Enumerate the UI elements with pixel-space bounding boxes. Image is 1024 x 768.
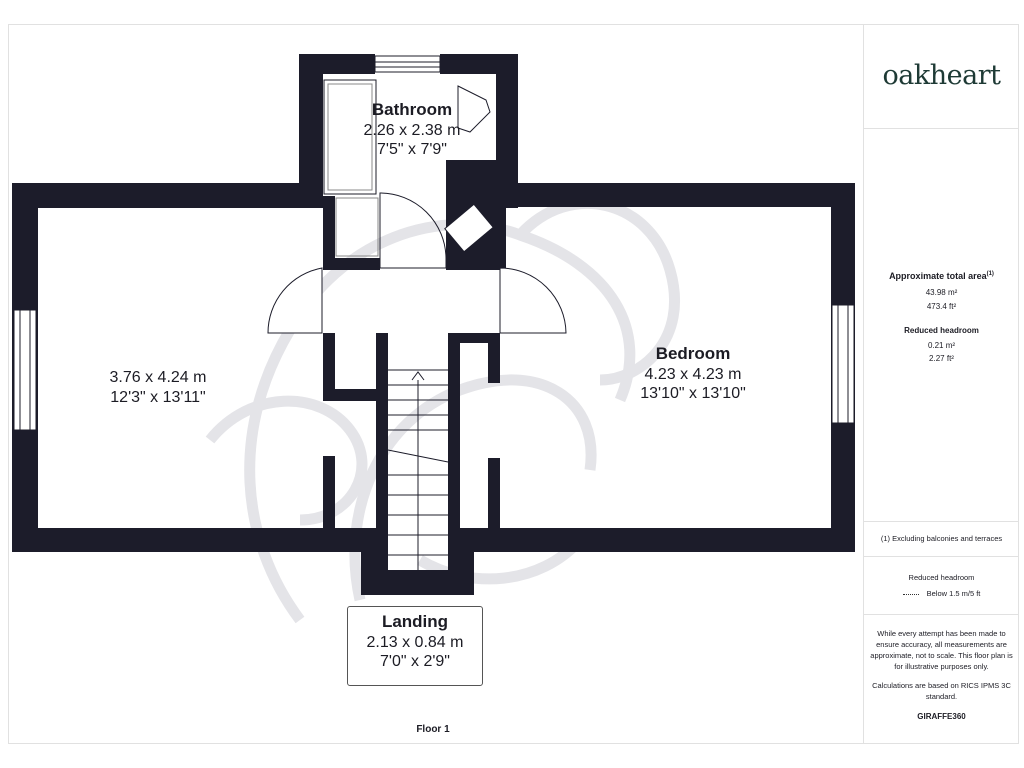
bathroom-metric: 2.26 x 2.38 m [363,121,461,139]
bedroom-imperial: 13'10" x 13'10" [640,385,746,403]
bedroom-metric: 4.23 x 4.23 m [644,365,742,383]
plan-frame [8,24,1019,744]
legend-title: Reduced headroom [908,573,975,582]
bathroom-label: Bathroom 2.26 x 2.38 m 7'5" x 7'9" [322,100,502,160]
wall-bath-bottom [323,258,380,270]
floor-label: Floor 1 [416,724,450,735]
wall-landing-bottom [361,570,474,595]
watermark-logo [205,197,681,624]
window-right [831,304,855,424]
total-area-note: (1) [986,271,994,277]
landing-name: Landing [381,612,449,631]
left-room-imperial: 12'3" x 13'11" [110,388,206,406]
wall-stair-right [448,333,460,533]
landing-metric: 2.13 x 0.84 m [366,633,464,651]
wall-left-room-east-top [323,333,335,401]
wall-bottom-right [454,528,855,552]
staircase [387,369,449,570]
legend-item: Below 1.5 m/5 ft [870,589,1013,600]
legend-item-text: Below 1.5 m/5 ft [926,589,981,598]
sidebar-rule [864,521,1019,522]
reduced-headroom-label: Reduced headroom [904,326,979,335]
left-room-metric: 3.76 x 4.24 m [109,369,207,386]
corner-shower [457,85,491,133]
disclaimer: While every attempt has been made to ens… [870,629,1013,671]
left-room-label: 3.76 x 4.24 m 12'3" x 13'11" [68,368,248,407]
provider-logo: GIRAFFE360 [917,712,966,721]
bedroom-label: Bedroom 4.23 x 4.23 m 13'10" x 13'10" [598,344,788,404]
door-left-room [267,267,323,334]
door-bathroom [379,192,447,269]
wall-bedroom-west-top [448,333,500,343]
walls [12,54,855,595]
sidebar-rule [864,614,1019,615]
wall-top-right [496,183,855,207]
wall-bedroom-west [488,333,500,383]
wall-stair-left [376,333,388,533]
excluding-note: (1) Excluding balconies and terraces [880,534,1003,543]
reduced-headroom-ft2: 2.27 ft² [929,354,954,363]
window-bathroom [374,55,441,73]
total-area-ft2: 473.4 ft² [926,302,957,311]
total-area-label-text: Approximate total area [889,271,987,281]
bathroom-imperial: 7'5" x 7'9" [377,141,447,159]
basin [444,203,494,253]
landing-imperial: 7'0" x 2'9" [380,653,450,671]
wall-bedroom-west-low [488,458,500,530]
window-left [13,309,37,431]
windows [13,55,855,431]
bedroom-name: Bedroom [655,344,731,363]
total-area-label: Approximate total area(1) [870,270,1013,283]
wall-bath-divider [323,196,335,268]
wall-left-room-east [323,456,335,530]
total-area-m2: 43.98 m² [925,288,958,297]
landing-label: Landing 2.13 x 0.84 m 7'0" x 2'9" [347,606,483,686]
stair-arrow-icon [411,371,425,381]
wall-closet-bottom [323,389,376,401]
wall-bathroom-top-left [299,54,375,74]
bathroom-name: Bathroom [371,100,453,119]
wall-bottom-left [12,528,388,552]
reduced-headroom-m2: 0.21 m² [927,341,956,350]
sidebar-divider [863,24,864,744]
wall-top-left [12,183,322,208]
door-bedroom [499,267,567,334]
sidebar-rule [864,556,1019,557]
calculations-note: Calculations are based on RICS IPMS 3C s… [872,681,1011,701]
doors [267,192,567,334]
brand-logo: oakheart [882,60,1001,91]
dotted-line-icon [902,593,919,595]
bathtub [323,79,377,195]
sidebar-rule [864,128,1019,129]
bathroom-fixtures [323,79,494,257]
wall-bathroom-left [299,54,323,208]
